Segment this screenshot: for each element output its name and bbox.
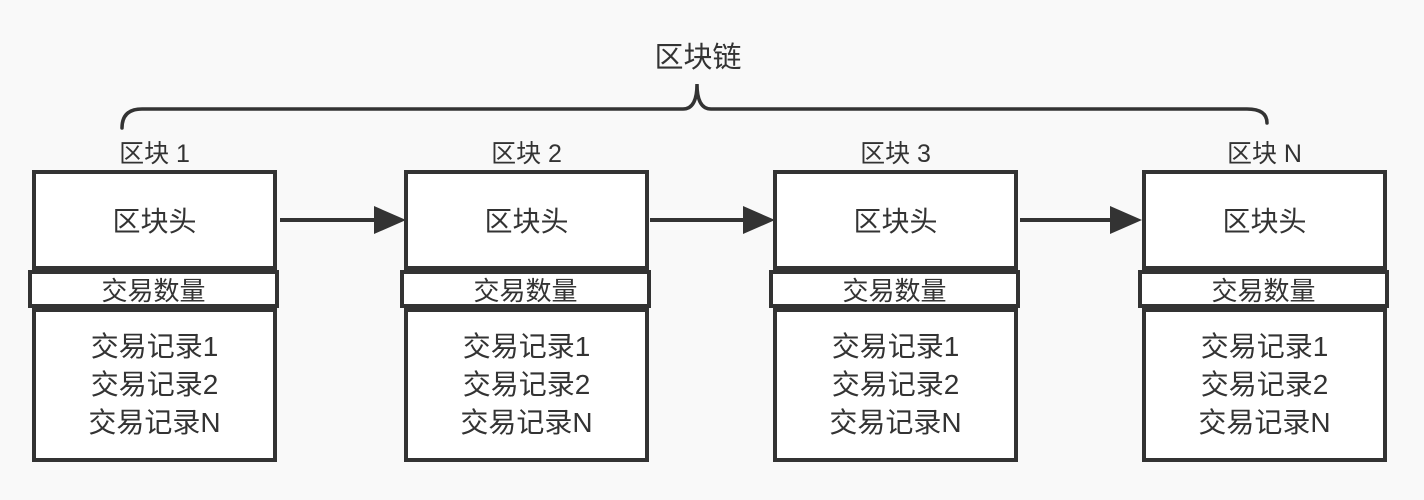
block-header-box: 区块头 <box>1142 170 1387 270</box>
record-line: 交易记录N <box>88 407 221 438</box>
block-title: 区块 3 <box>860 140 931 168</box>
transaction-records-box: 交易记录1 交易记录2 交易记录N <box>773 308 1018 462</box>
block-header-box: 区块头 <box>32 170 277 270</box>
block-title: 区块 N <box>1226 140 1302 168</box>
block-3: 区块 3 区块头 交易数量 交易记录1 交易记录2 交易记录N <box>769 132 1020 463</box>
transaction-count-box: 交易数量 <box>400 270 651 308</box>
blockchain-brace-icon <box>120 83 1269 130</box>
block-title: 区块 1 <box>119 140 190 168</box>
block-n: 区块 N 区块头 交易数量 交易记录1 交易记录2 交易记录N <box>1138 132 1389 463</box>
transaction-count-box: 交易数量 <box>28 270 279 308</box>
transaction-count-box: 交易数量 <box>769 270 1020 308</box>
diagram-title: 区块链 <box>654 42 742 74</box>
block-title: 区块 2 <box>491 140 562 168</box>
record-line: 交易记录1 <box>1200 331 1329 362</box>
transaction-records-box: 交易记录1 交易记录2 交易记录N <box>1142 308 1387 462</box>
record-line: 交易记录2 <box>1200 369 1329 400</box>
transaction-count-box: 交易数量 <box>1138 270 1389 308</box>
record-line: 交易记录N <box>1198 407 1331 438</box>
record-line: 交易记录2 <box>462 369 591 400</box>
arrow-icon <box>1020 206 1142 234</box>
record-line: 交易记录2 <box>90 369 219 400</box>
record-line: 交易记录1 <box>462 331 591 362</box>
record-line: 交易记录N <box>460 407 593 438</box>
block-header-box: 区块头 <box>404 170 649 270</box>
record-line: 交易记录2 <box>831 369 960 400</box>
block-1: 区块 1 区块头 交易数量 交易记录1 交易记录2 交易记录N <box>28 132 279 463</box>
block-header-box: 区块头 <box>773 170 1018 270</box>
transaction-records-box: 交易记录1 交易记录2 交易记录N <box>404 308 649 462</box>
block-2: 区块 2 区块头 交易数量 交易记录1 交易记录2 交易记录N <box>400 132 651 463</box>
arrow-icon <box>650 206 775 234</box>
transaction-records-box: 交易记录1 交易记录2 交易记录N <box>32 308 277 462</box>
record-line: 交易记录1 <box>831 331 960 362</box>
arrow-icon <box>280 206 406 234</box>
record-line: 交易记录1 <box>90 331 219 362</box>
record-line: 交易记录N <box>829 407 962 438</box>
